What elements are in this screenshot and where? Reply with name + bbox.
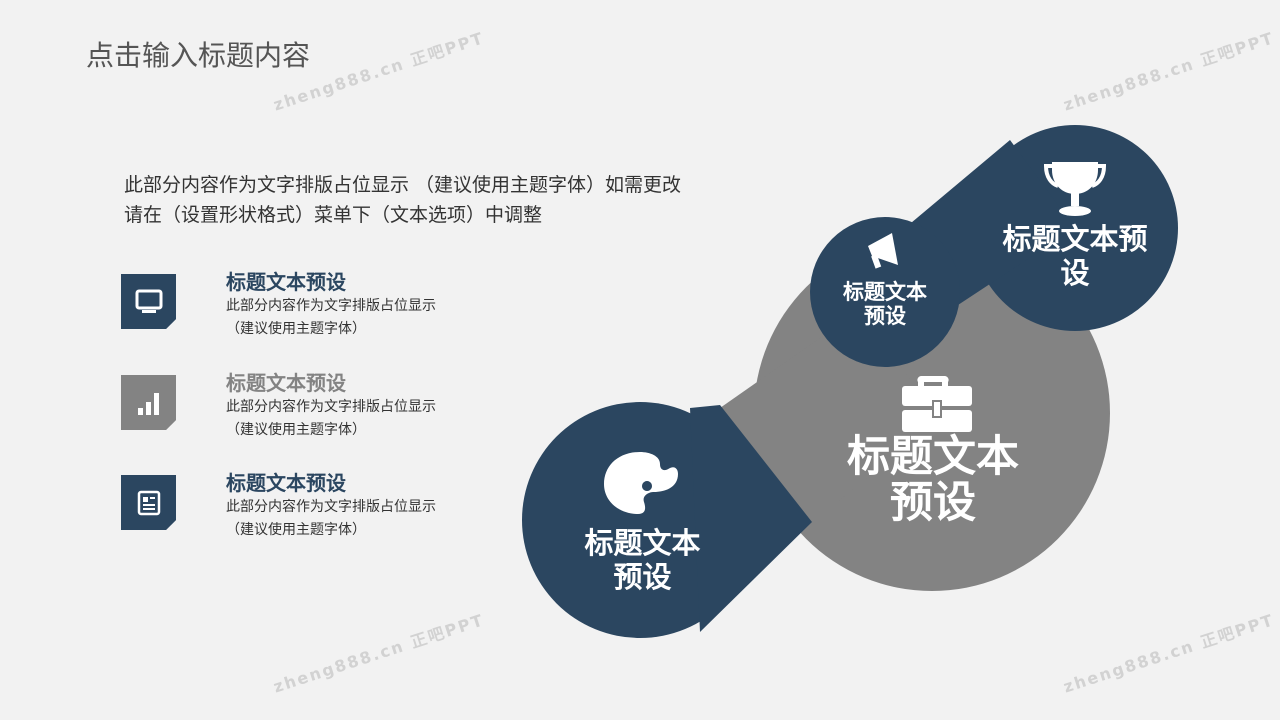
document-icon	[121, 475, 176, 530]
palette-icon	[604, 452, 678, 514]
megaphone-icon	[868, 233, 898, 269]
item-text: 此部分内容作为文字排版占位显示（建议使用主题字体）	[226, 499, 436, 538]
trophy-icon	[1043, 162, 1107, 216]
trophy-label: 标题文本预设	[1002, 222, 1148, 290]
list-item: 标题文本预设 此部分内容作为文字排版占位显示（建议使用主题字体）	[121, 371, 521, 438]
item-heading: 标题文本预设	[226, 371, 346, 395]
palette-shape	[522, 402, 812, 638]
megaphone-label: 标题文本预设	[843, 280, 927, 328]
megaphone-shape	[810, 217, 960, 367]
bar-chart-icon	[121, 375, 176, 430]
center-label: 标题文本预设	[847, 432, 1019, 528]
item-text: 此部分内容作为文字排版占位显示（建议使用主题字体）	[226, 399, 436, 438]
intro-text: 此部分内容作为文字排版占位显示 （建议使用主题字体）如需更改请在（设置形状格式）…	[124, 174, 682, 226]
monitor-icon	[121, 274, 176, 329]
item-text: 此部分内容作为文字排版占位显示（建议使用主题字体）	[226, 298, 436, 337]
palette-label: 标题文本预设	[584, 526, 701, 594]
page-title: 点击输入标题内容	[86, 39, 311, 72]
item-heading: 标题文本预设	[226, 270, 346, 294]
list-item: 标题文本预设 此部分内容作为文字排版占位显示（建议使用主题字体）	[121, 471, 521, 538]
toolbox-icon	[902, 375, 972, 432]
list-item: 标题文本预设 此部分内容作为文字排版占位显示（建议使用主题字体）	[121, 270, 521, 337]
item-heading: 标题文本预设	[226, 471, 346, 495]
